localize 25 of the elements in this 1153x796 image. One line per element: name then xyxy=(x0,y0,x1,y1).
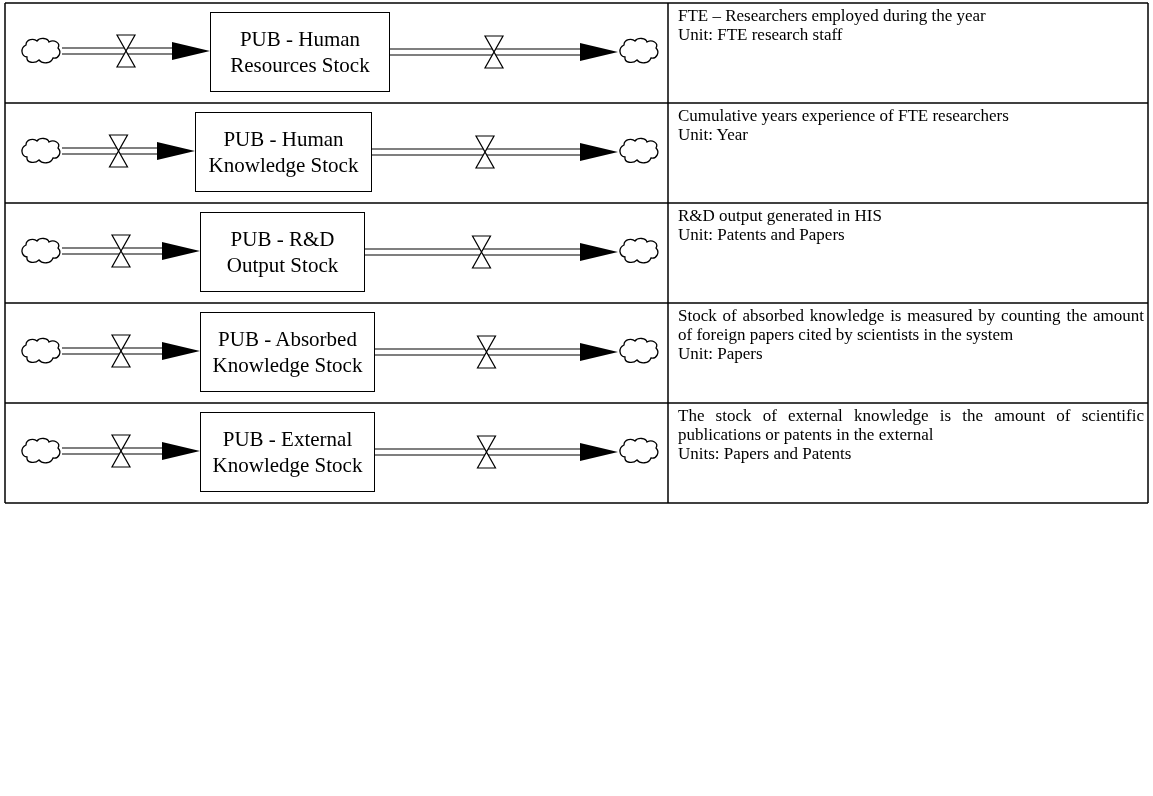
stock-box: PUB - Absorbed Knowledge Stock xyxy=(200,312,375,392)
unit-text: Unit: Papers xyxy=(678,344,764,363)
cloud-symbol xyxy=(20,37,62,65)
description-text: Cumulative years experience of FTE researchers xyxy=(678,106,1010,125)
description-text: Stock of absorbed knowledge is measured by counting the amount of foreign papers cited by scientists in the system xyxy=(678,306,1144,344)
stock-box: PUB - Human Knowledge Stock xyxy=(195,112,372,192)
cloud-symbol xyxy=(20,137,62,165)
unit-text: Unit: Patents and Papers xyxy=(678,225,846,244)
cloud-symbol xyxy=(618,137,660,165)
cloud-symbol xyxy=(618,237,660,265)
cloud-symbol xyxy=(618,37,660,65)
stock-box: PUB - Human Resources Stock xyxy=(210,12,390,92)
unit-text: Unit: FTE research staff xyxy=(678,25,844,44)
description-text: The stock of external knowledge is the amount of scientific publications or patents in the external xyxy=(678,406,1144,444)
cloud-symbol xyxy=(20,337,62,365)
unit-text: Unit: Year xyxy=(678,125,749,144)
cloud-symbol xyxy=(20,237,62,265)
cloud-symbol xyxy=(618,437,660,465)
description-text: FTE – Researchers employed during the year xyxy=(678,6,987,25)
cloud-symbol xyxy=(618,337,660,365)
unit-text: Units: Papers and Patents xyxy=(678,444,853,463)
stock-box: PUB - External Knowledge Stock xyxy=(200,412,375,492)
cloud-symbol xyxy=(20,437,62,465)
stock-box: PUB - R&D Output Stock xyxy=(200,212,365,292)
description-text: R&D output generated in HIS xyxy=(678,206,883,225)
